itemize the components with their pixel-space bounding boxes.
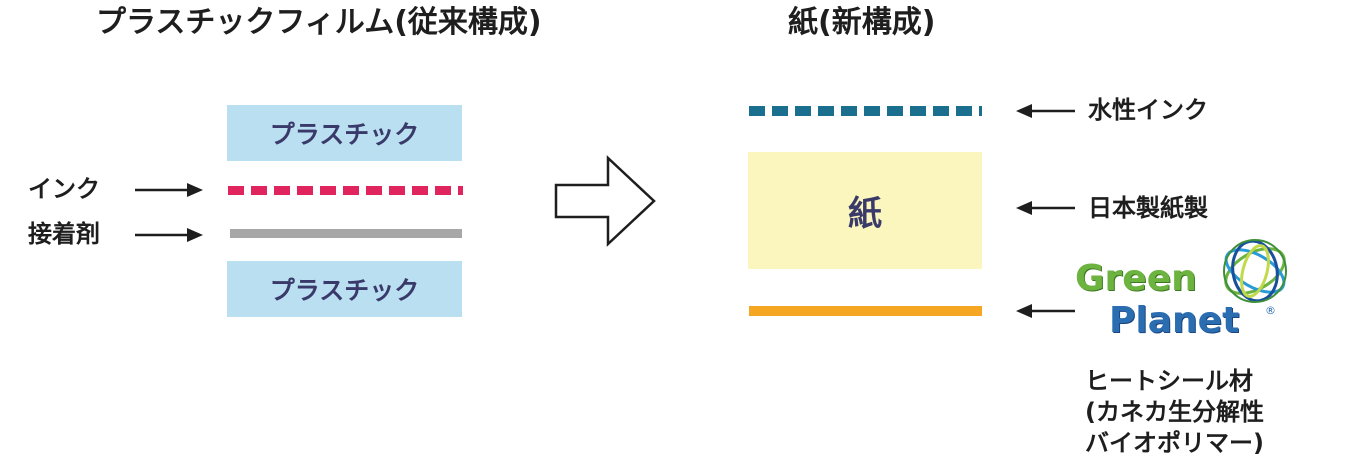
arrow-left-icon xyxy=(1016,304,1075,318)
globe-logo-icon xyxy=(1223,239,1287,303)
plastic-layer-bottom-label: プラスチック xyxy=(269,276,420,305)
heat-seal-description: ヒートシール材 (カネカ生分解性 バイオポリマー) xyxy=(1085,366,1264,460)
logo-text-planet: Planet xyxy=(1109,300,1240,341)
ink-layer xyxy=(228,186,463,195)
plastic-layer-top-label: プラスチック xyxy=(269,120,420,149)
arrow-left-icon xyxy=(1016,104,1075,118)
heat-seal-line-2: (カネカ生分解性 xyxy=(1085,398,1264,427)
heat-seal-line-3: バイオポリマー) xyxy=(1085,429,1264,458)
paper-layer: 紙 xyxy=(748,152,982,269)
logo-text-green: Green xyxy=(1075,258,1197,299)
arrow-right-icon xyxy=(135,228,203,242)
arrow-right-icon xyxy=(135,183,203,197)
paper-label: 日本製紙製 xyxy=(1088,194,1208,222)
right-title: 紙(新構成) xyxy=(788,5,936,40)
paper-layer-label: 紙 xyxy=(848,194,882,234)
registered-mark-icon: ® xyxy=(1265,304,1276,317)
heat-seal-layer xyxy=(749,306,982,316)
green-planet-logo: Green Planet ® xyxy=(1075,235,1295,347)
ink-label: インク xyxy=(28,175,100,203)
adhesive-label: 接着剤 xyxy=(28,220,100,248)
plastic-layer-bottom: プラスチック xyxy=(227,261,462,317)
left-title: プラスチックフィルム(従来構成) xyxy=(96,5,542,40)
water-ink-label: 水性インク xyxy=(1088,96,1208,124)
plastic-layer-top: プラスチック xyxy=(227,105,462,161)
arrow-left-icon xyxy=(1016,201,1075,215)
water-ink-layer xyxy=(749,106,982,116)
heat-seal-line-1: ヒートシール材 xyxy=(1085,367,1253,395)
hollow-arrow-right-icon xyxy=(554,155,656,247)
adhesive-layer xyxy=(230,229,462,238)
